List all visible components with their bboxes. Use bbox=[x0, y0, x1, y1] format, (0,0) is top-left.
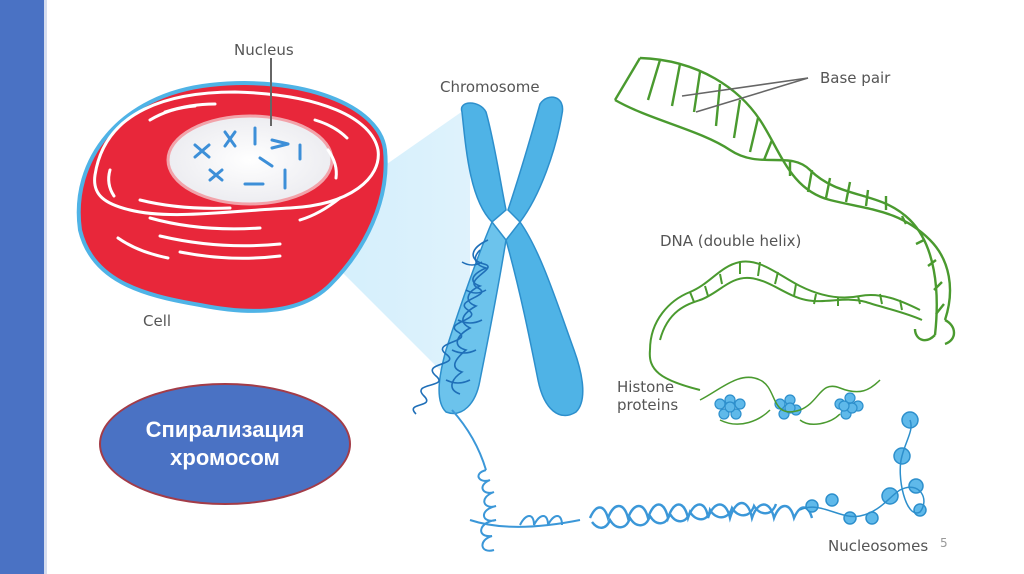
histone-clusters bbox=[714, 392, 864, 420]
chromosome-illustration bbox=[412, 96, 584, 417]
sidebar-edge bbox=[44, 0, 47, 574]
bead-string bbox=[799, 419, 925, 518]
chromosome-lower-right-arm bbox=[505, 220, 584, 417]
badge-text: Спирализация хромосом bbox=[145, 417, 305, 470]
chromosome-upper-right-arm bbox=[507, 96, 564, 224]
label-base-pair: Base pair bbox=[820, 69, 891, 87]
large-dna-helix bbox=[613, 56, 956, 346]
page-number: 5 bbox=[940, 536, 948, 550]
label-chromosome: Chromosome bbox=[440, 78, 540, 96]
label-cell: Cell bbox=[143, 312, 172, 330]
label-nucleosomes: Nucleosomes bbox=[828, 537, 929, 555]
nucleus bbox=[166, 114, 334, 206]
chromosome-lower-left-arm bbox=[438, 220, 507, 415]
solenoid-coil bbox=[588, 501, 814, 529]
zoom-beam bbox=[300, 106, 470, 400]
label-histone-line2: proteins bbox=[617, 396, 679, 414]
chromosome-upper-left-arm bbox=[460, 102, 507, 224]
label-nucleus: Nucleus bbox=[234, 41, 294, 59]
histone-dna-string bbox=[699, 376, 881, 413]
label-histone-line1: Histone bbox=[617, 378, 675, 396]
chromatin-fiber bbox=[451, 409, 581, 552]
left-sidebar-bar bbox=[0, 0, 44, 574]
small-dna-helix bbox=[648, 260, 923, 391]
label-dna-double-helix: DNA (double helix) bbox=[660, 232, 802, 250]
cell-illustration bbox=[76, 81, 388, 313]
title-badge: Спирализация хромосом bbox=[99, 383, 351, 505]
base-pair-pointers bbox=[681, 77, 809, 113]
